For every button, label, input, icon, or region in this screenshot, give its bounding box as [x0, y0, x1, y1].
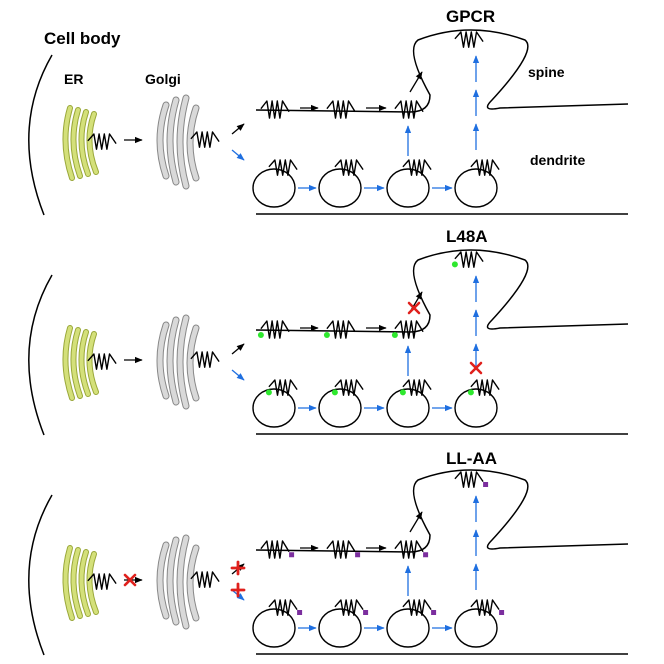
golgi-exit-block-mark-upper: [230, 560, 246, 576]
panel-l48a: [28, 249, 629, 436]
vesicle-receptor-2: [334, 159, 364, 176]
spine-receptor: [454, 31, 484, 48]
membrane-receptor-3: [394, 100, 424, 119]
spine-receptor: [454, 471, 489, 488]
vesicle-2: [318, 608, 362, 648]
panel-title-gpcr: GPCR: [446, 7, 496, 26]
er-receptor: [87, 133, 117, 150]
cell-body-label: Cell body: [44, 29, 121, 48]
membrane-receptor-2: [326, 100, 356, 119]
vesicle-receptor-1: [268, 599, 303, 616]
vesicle-receptor-2: [334, 599, 369, 616]
vesicle-1: [252, 608, 296, 648]
vesicle-3: [386, 168, 430, 208]
mutation-marker-square: [289, 552, 295, 558]
panel-ll-aa: [28, 469, 629, 656]
mutation-marker-dot: [265, 389, 272, 396]
er-receptor: [87, 353, 117, 370]
mutation-marker-dot: [323, 331, 330, 338]
vesicle-receptor-4: [470, 599, 505, 616]
golgi-receptor: [190, 571, 220, 588]
golgi-to-membrane-arrow: [231, 123, 245, 135]
cell-body-membrane: [28, 494, 53, 656]
er-shape: [62, 105, 117, 181]
golgi-receptor: [190, 351, 220, 368]
vesicle-receptor-4: [470, 159, 500, 176]
vesicle-4: [454, 608, 498, 648]
golgi-to-membrane-arrow: [231, 343, 245, 355]
mutation-marker-square: [423, 552, 429, 558]
vesicle-receptor-2: [331, 379, 364, 396]
golgi-label: Golgi: [145, 71, 181, 87]
golgi-exit-block-mark-lower: [230, 582, 246, 598]
panel-title-l48a: L48A: [446, 227, 488, 246]
golgi-to-vesicle-arrow: [231, 369, 245, 381]
vesicle-receptor-3: [402, 159, 432, 176]
mutation-marker-dot: [451, 261, 458, 268]
panel-title-ll-aa: LL-AA: [446, 449, 497, 468]
mutation-marker-dot: [467, 389, 474, 396]
vesicle-3: [386, 388, 430, 428]
mutation-marker-square: [499, 610, 505, 615]
vesicle-1: [252, 388, 296, 428]
mutation-marker-dot: [257, 331, 264, 338]
spine-entry-arrow: [409, 71, 423, 93]
mutation-marker-square: [355, 552, 361, 558]
golgi-shape: [156, 534, 220, 630]
golgi-shape: [156, 94, 220, 190]
mutation-marker-square: [483, 482, 489, 487]
vesicle-receptor-1: [265, 379, 298, 396]
mutation-marker-dot: [391, 331, 398, 338]
membrane-receptor-1: [257, 320, 290, 339]
vesicle-receptor-3: [399, 379, 432, 396]
spine-label: spine: [528, 64, 565, 80]
vesicle-4: [454, 168, 498, 208]
membrane-receptor-3: [391, 320, 424, 339]
vesicle-1: [252, 168, 296, 208]
dendrite-membrane: [255, 29, 629, 113]
vesicle-2: [318, 388, 362, 428]
dendrite-membrane: [255, 469, 629, 553]
panel-gpcr: [28, 29, 629, 216]
dendrite-label: dendrite: [530, 152, 586, 168]
golgi-shape: [156, 314, 220, 410]
mutation-marker-dot: [399, 389, 406, 396]
mutation-marker-square: [431, 610, 437, 615]
vesicle-4: [454, 388, 498, 428]
mutation-marker-dot: [331, 389, 338, 396]
spine-entry-arrow: [409, 511, 423, 533]
spine-receptor: [451, 251, 484, 268]
vesicle-receptor-3: [402, 599, 437, 616]
membrane-receptor-1: [260, 540, 295, 559]
mutation-marker-square: [363, 610, 369, 615]
vesicle-2: [318, 168, 362, 208]
er-shape: [62, 545, 117, 621]
er-shape: [62, 325, 117, 401]
spine-entry-block-mark: [407, 301, 421, 315]
mutation-marker-square: [297, 610, 303, 615]
dendrite-membrane: [255, 249, 629, 333]
membrane-receptor-3: [394, 540, 429, 559]
vesicle-3: [386, 608, 430, 648]
cell-body-membrane: [28, 274, 53, 436]
er-label: ER: [64, 71, 84, 87]
er-exit-block-mark: [123, 573, 137, 587]
membrane-receptor-1: [260, 100, 290, 119]
vesicle-receptor-4: [467, 379, 500, 396]
vesicle-spine-block-mark: [469, 361, 483, 375]
vesicle-receptor-1: [268, 159, 298, 176]
membrane-receptor-2: [326, 540, 361, 559]
golgi-receptor: [190, 131, 220, 148]
golgi-to-vesicle-arrow: [231, 149, 245, 161]
membrane-receptor-2: [323, 320, 356, 339]
cell-body-membrane: [28, 54, 53, 216]
er-receptor: [87, 573, 117, 590]
